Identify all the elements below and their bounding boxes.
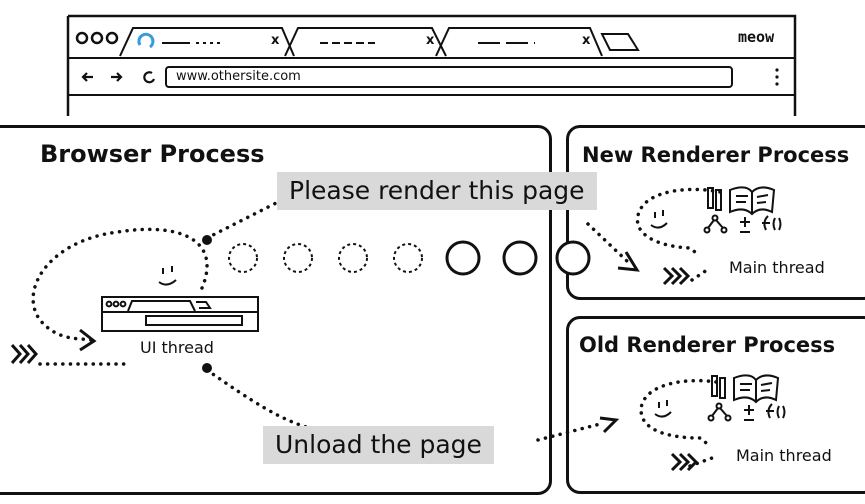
ipc-message-pending: [393, 243, 423, 273]
ipc-message-pending: [283, 243, 313, 273]
ui-loop-arrowhead-icon: [79, 328, 97, 352]
unload-message-origin-dot: [202, 363, 212, 373]
render-message-path: [205, 200, 280, 240]
ui-thread-label: UI thread: [140, 338, 214, 357]
ipc-messages: [228, 240, 591, 276]
loading-spinner-icon: [137, 32, 155, 49]
renderer-work-icons: [703, 186, 782, 234]
book-icon: [733, 374, 780, 404]
window-control-icon[interactable]: [75, 31, 89, 45]
unload-message-path: [205, 368, 312, 430]
unload-arrowhead-icon: [599, 416, 620, 434]
smiley-face-icon: [650, 210, 668, 229]
ipc-message-sent: [502, 240, 538, 276]
ipc-message-sent: [445, 240, 481, 276]
smiley-face-icon: [158, 266, 177, 286]
tab-2[interactable]: [284, 27, 447, 57]
pencil-icon: [715, 189, 722, 211]
pencil-icon: [707, 187, 714, 209]
unload-message-arrow-path: [536, 422, 602, 442]
browser-process-title: Browser Process: [40, 140, 265, 168]
new-tab-button[interactable]: [600, 33, 640, 51]
tree-icon: [715, 402, 723, 410]
smiley-face-icon: [654, 400, 672, 418]
new-renderer-process-title: New Renderer Process: [582, 143, 850, 167]
old-renderer-process-box: [566, 316, 865, 494]
new-main-thread-label: Main thread: [729, 258, 825, 277]
tab-close-icon[interactable]: x: [426, 33, 435, 48]
function-icon: [762, 215, 782, 231]
new-main-thread-tail: [690, 266, 712, 282]
render-message-label: Please render this page: [277, 172, 597, 210]
ipc-message-pending: [228, 243, 258, 273]
unload-message-label: Unload the page: [263, 426, 494, 464]
ui-thread-chevrons-icon: [10, 344, 39, 364]
tab-close-icon[interactable]: x: [582, 33, 591, 48]
window-frame: [68, 14, 797, 116]
book-icon: [729, 186, 776, 216]
tab-3[interactable]: [435, 27, 603, 57]
menu-dots-icon[interactable]: [775, 68, 779, 72]
old-thread-chevrons-icon: [670, 452, 699, 472]
new-main-thread-loop: [635, 187, 722, 258]
render-message-origin-dot: [202, 235, 212, 245]
function-icon: [766, 403, 786, 419]
reload-icon[interactable]: [143, 71, 156, 84]
tab-1[interactable]: [119, 27, 295, 57]
window-control-icon[interactable]: [105, 31, 119, 45]
ipc-message-sent: [555, 240, 591, 276]
address-bar[interactable]: [165, 66, 733, 88]
pencil-icon: [719, 377, 726, 399]
forward-arrow-icon[interactable]: [111, 72, 123, 82]
tab-close-icon[interactable]: x: [271, 33, 280, 48]
old-main-thread-label: Main thread: [736, 446, 832, 465]
render-message-arrow-path: [586, 222, 630, 264]
tree-icon: [711, 214, 719, 222]
render-arrowhead-icon: [617, 251, 640, 272]
window-control-icon[interactable]: [90, 31, 104, 45]
renderer-work-icons: [707, 374, 786, 422]
new-thread-chevrons-icon: [662, 266, 691, 286]
old-renderer-process-title: Old Renderer Process: [579, 333, 836, 357]
back-arrow-icon[interactable]: [81, 72, 93, 82]
ipc-message-pending: [338, 243, 368, 273]
pencil-icon: [711, 375, 718, 397]
math-icon: [740, 217, 750, 233]
address-bar-url[interactable]: www.othersite.com: [176, 69, 301, 84]
old-main-thread-loop: [639, 378, 718, 448]
brand-label: meow: [738, 28, 775, 46]
math-icon: [744, 405, 754, 421]
mini-browser-icon: [101, 296, 259, 332]
new-renderer-process-box: [566, 125, 865, 300]
